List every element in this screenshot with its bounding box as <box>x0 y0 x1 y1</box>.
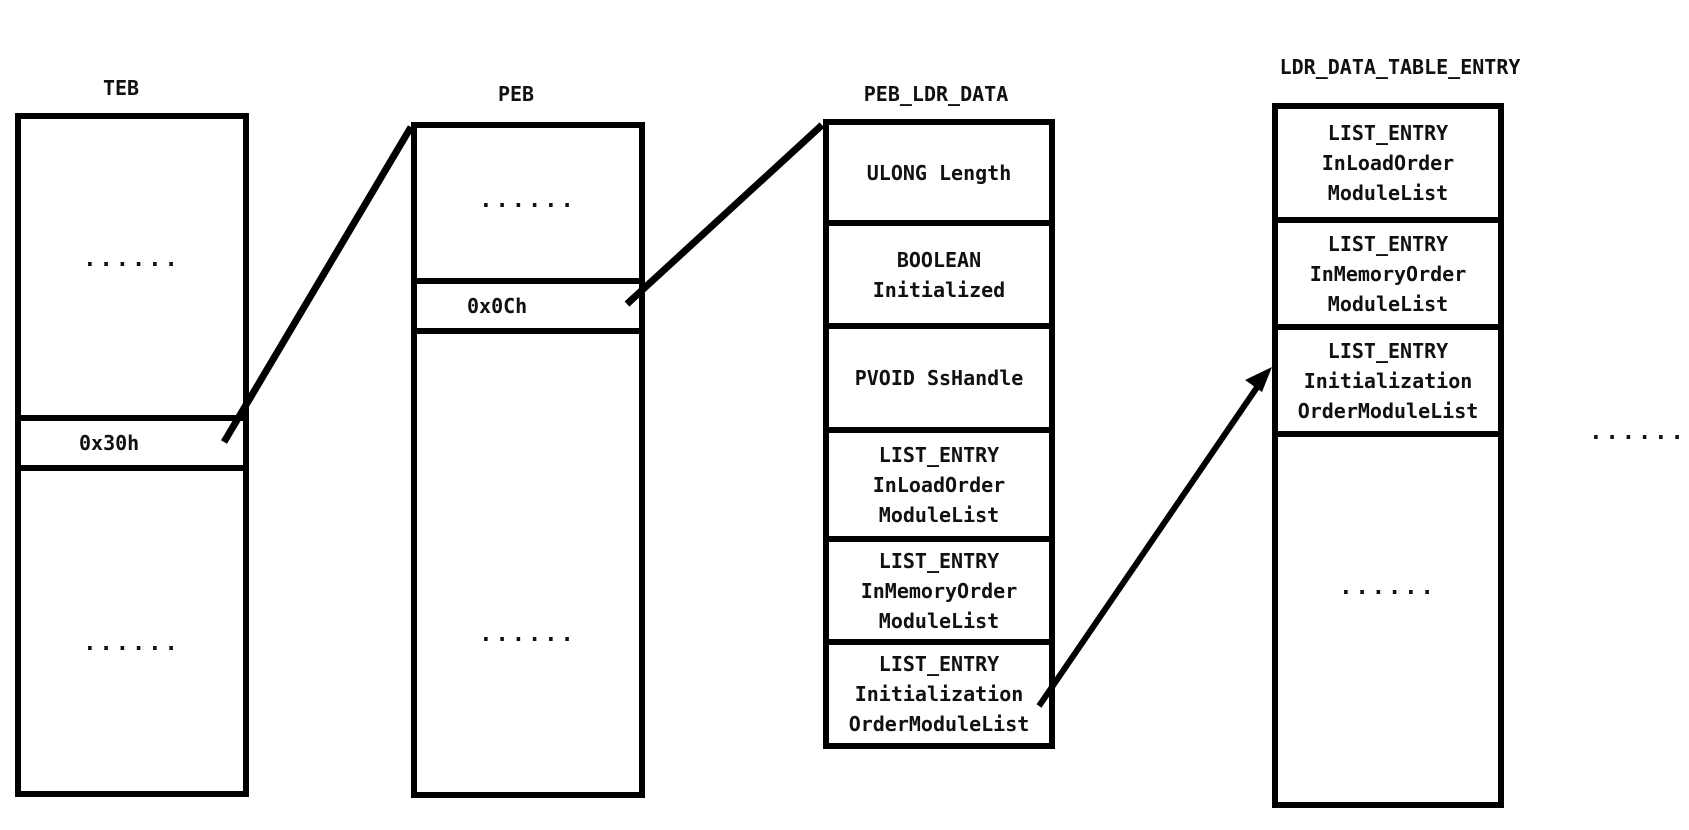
entry-divider <box>1272 217 1504 223</box>
teb-bottom-ellipsis: ...... <box>83 631 181 656</box>
peb-top-ellipsis: ...... <box>479 188 577 213</box>
entry-divider <box>1272 431 1504 437</box>
arrowhead-icon <box>1245 367 1272 392</box>
teb-box: ...... 0x30h ...... <box>15 113 249 797</box>
field-inloadorder-modulelist: LIST_ENTRY InLoadOrder ModuleList <box>872 442 1006 527</box>
peb-divider-top <box>411 278 645 284</box>
peb-ldr-divider <box>823 323 1055 329</box>
field-ulong-length: ULONG Length <box>866 160 1012 185</box>
peb-ldr-divider <box>823 639 1055 645</box>
peb-ldr-divider <box>823 220 1055 226</box>
field-initializationorder-modulelist: LIST_ENTRY Initialization OrderModuleLis… <box>848 652 1030 736</box>
teb-title: TEB <box>102 76 140 100</box>
entry-inmemoryorder-modulelist: LIST_ENTRY InMemoryOrder ModuleList <box>1309 231 1467 316</box>
entry-initializationorder-modulelist: LIST_ENTRY Initialization OrderModuleLis… <box>1297 338 1479 423</box>
teb-divider-top <box>15 415 249 421</box>
peb-title: PEB <box>497 82 535 106</box>
entry-bottom-ellipsis: ...... <box>1339 575 1437 600</box>
peb-ldr-divider <box>823 427 1055 433</box>
teb-offset-field: 0x30h <box>79 431 140 455</box>
peb-bottom-ellipsis: ...... <box>479 622 577 647</box>
peb-divider-bottom <box>411 328 645 334</box>
ldr-data-table-entry-box: LIST_ENTRY InLoadOrder ModuleList LIST_E… <box>1272 103 1504 808</box>
field-boolean-initialized: BOOLEAN Initialized <box>872 247 1006 302</box>
ldr-data-table-entry-title: LDR_DATA_TABLE_ENTRY <box>1279 55 1521 79</box>
entry-inloadorder-modulelist: LIST_ENTRY InLoadOrder ModuleList <box>1321 121 1455 205</box>
peb-box: ...... 0x0Ch ...... <box>411 122 645 798</box>
peb-to-ldr-data-pointer <box>624 122 825 307</box>
peb-ldr-data-title: PEB_LDR_DATA <box>863 82 1009 106</box>
peb-ldr-data-box: ULONG Length BOOLEAN Initialized PVOID S… <box>823 119 1055 749</box>
field-pvoid-sshandle: PVOID SsHandle <box>854 366 1024 390</box>
teb-divider-bottom <box>15 465 249 471</box>
ldr-data-to-entry-arrow-line <box>1036 378 1265 708</box>
peb-ldr-divider <box>823 536 1055 542</box>
teb-to-peb-pointer <box>220 125 415 444</box>
peb-offset-field: 0x0Ch <box>467 294 528 318</box>
trailing-ellipsis: ...... <box>1589 420 1687 445</box>
field-inmemoryorder-modulelist: LIST_ENTRY InMemoryOrder ModuleList <box>860 548 1018 633</box>
entry-divider <box>1272 324 1504 330</box>
teb-top-ellipsis: ...... <box>83 247 181 272</box>
